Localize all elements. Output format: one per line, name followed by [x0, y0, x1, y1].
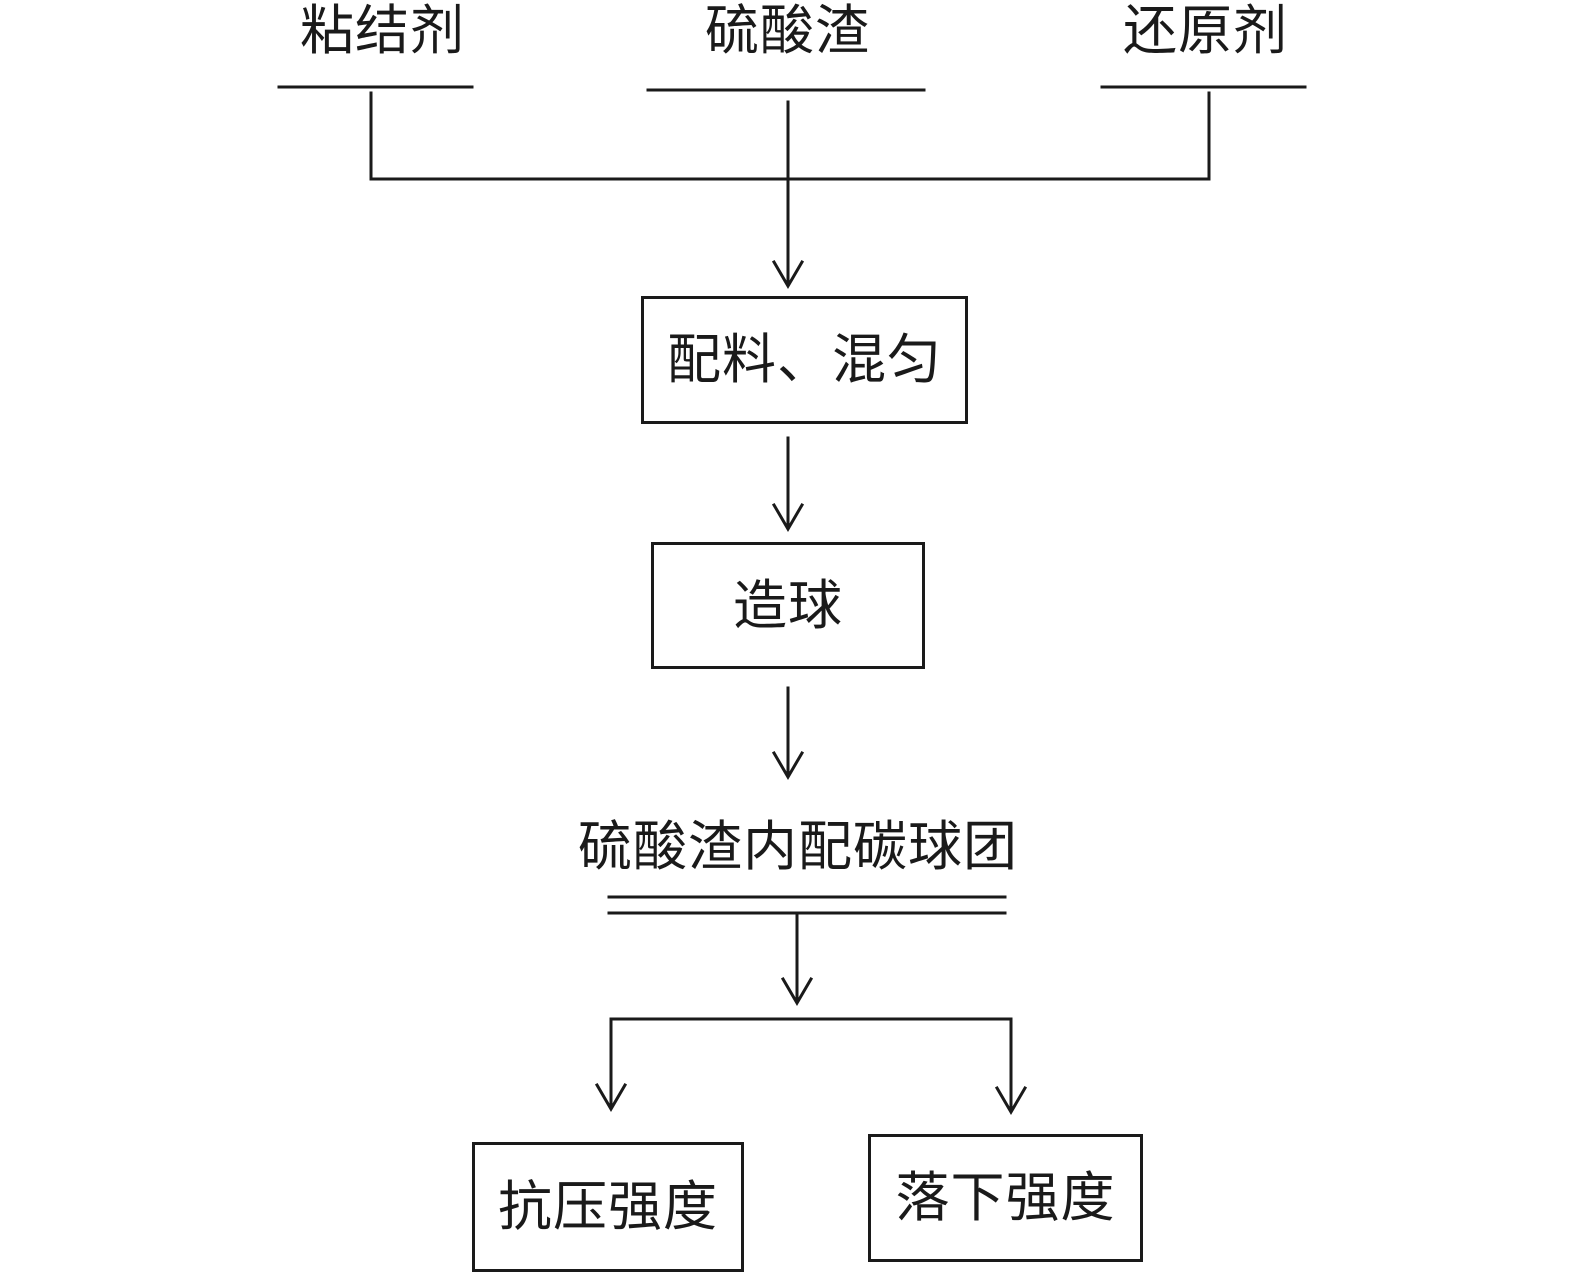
pelletizing-box: 造球	[651, 542, 925, 669]
compressive-strength-box: 抗压强度	[472, 1142, 744, 1272]
pelletizing-label: 造球	[733, 573, 843, 637]
arrowhead-to-pelletizing	[771, 502, 805, 532]
arrowhead-to-drop	[994, 1085, 1028, 1115]
drop-strength-label: 落下强度	[895, 1166, 1116, 1229]
input-sulfuric-acid-residue-label: 硫酸渣	[705, 0, 870, 62]
arrowhead-to-batching	[771, 259, 805, 289]
drop-strength-box: 落下强度	[868, 1134, 1143, 1262]
input-binder-label: 粘结剂	[300, 0, 465, 62]
batching-mixing-box: 配料、混匀	[641, 296, 968, 424]
input-reductant-label: 还原剂	[1123, 0, 1288, 62]
batching-mixing-label: 配料、混匀	[667, 328, 942, 391]
arrowhead-to-compressive	[594, 1082, 628, 1112]
arrowhead-to-product	[771, 750, 805, 780]
compressive-strength-label: 抗压强度	[498, 1175, 718, 1238]
product-label: 硫酸渣内配碳球团	[578, 815, 1018, 878]
arrowhead-to-split	[780, 976, 814, 1006]
